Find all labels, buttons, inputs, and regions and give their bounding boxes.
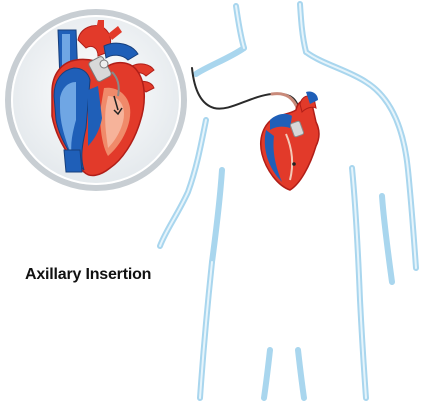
human-body-outline <box>160 4 416 398</box>
insertion-caption: Axillary Insertion <box>25 266 151 284</box>
heart-small <box>261 91 319 190</box>
